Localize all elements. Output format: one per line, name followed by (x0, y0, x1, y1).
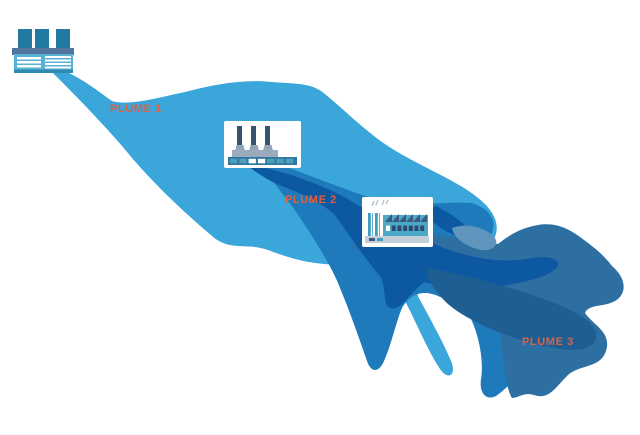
factory-sawtooth-icon (365, 199, 429, 243)
plume-1-label: PLUME 1 (110, 103, 162, 115)
factory-3-card (362, 197, 433, 247)
factory-2-card (224, 121, 301, 168)
plume-1-shape (44, 64, 497, 376)
factory-chimneys-icon (228, 126, 297, 165)
plume-2-label: PLUME 2 (285, 194, 337, 206)
plume-3-label: PLUME 3 (522, 336, 574, 348)
factory-smokestack-icon (12, 29, 74, 73)
factory-1 (10, 28, 78, 73)
plume-edge-wisp (452, 225, 497, 251)
plume-3-dark-core (427, 268, 597, 350)
